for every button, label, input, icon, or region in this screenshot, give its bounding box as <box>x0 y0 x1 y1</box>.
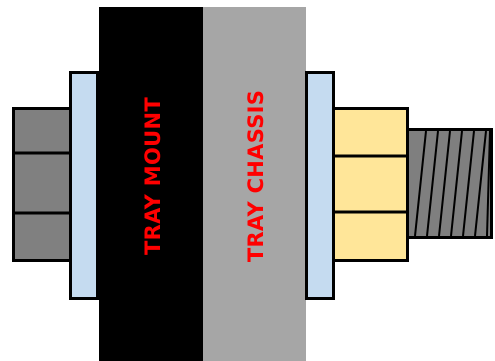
thread-line <box>450 130 463 237</box>
bolt-head <box>12 107 72 262</box>
washer-left <box>69 71 99 300</box>
tray-chassis-plate <box>203 7 306 361</box>
thread-line <box>426 130 439 237</box>
thread-line <box>474 130 487 237</box>
tray-mount-plate <box>99 7 203 361</box>
tray-mount-label: TRAY MOUNT <box>141 97 165 255</box>
washer-right <box>305 71 335 300</box>
tray-chassis-label: TRAY CHASSIS <box>244 90 268 262</box>
thread-line <box>462 130 475 237</box>
thread-lines <box>414 130 491 237</box>
thread-line <box>414 130 427 237</box>
nut-body <box>332 107 409 262</box>
thread-line <box>486 130 491 237</box>
bolt-thread <box>406 128 493 239</box>
thread-line <box>438 130 451 237</box>
bolt-head-body <box>12 107 72 262</box>
nut <box>332 107 409 262</box>
